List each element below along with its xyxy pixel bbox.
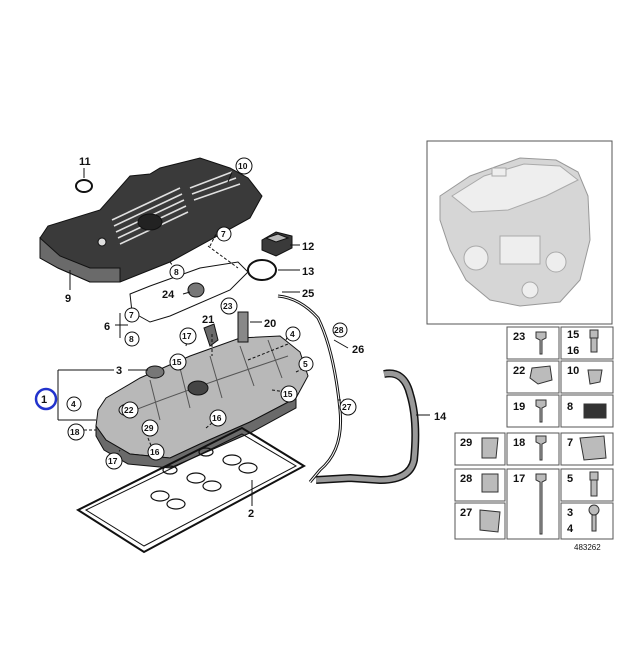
callout-9: 9 (65, 293, 71, 305)
table-label-16: 16 (567, 345, 579, 357)
vent-pipe (315, 369, 420, 485)
table-label-8: 8 (567, 401, 573, 413)
callout-circle-28 (332, 322, 348, 338)
callout-circle-7b (124, 307, 140, 323)
table-label-27: 27 (460, 507, 472, 519)
callout-21: 21 (202, 314, 214, 326)
callout-circle-16b (147, 443, 165, 461)
callout-16a: 16 (212, 413, 222, 423)
engine-overview-panel (426, 140, 613, 325)
callout-24: 24 (162, 289, 175, 301)
bracket-part-21 (203, 323, 219, 347)
table-label-28: 28 (460, 473, 472, 485)
callout-17b: 17 (108, 456, 118, 466)
callout-7a: 7 (221, 229, 226, 239)
callout-circle-22 (121, 401, 139, 419)
callout-17a: 17 (182, 331, 192, 341)
gasket (75, 426, 307, 554)
table-label-15: 15 (567, 329, 579, 341)
callout-circle-8a (169, 264, 185, 280)
callout-circle-15b (280, 385, 298, 403)
callout-28: 28 (334, 325, 344, 335)
seal-ring-part-13 (247, 259, 277, 281)
vent-hose (277, 294, 343, 483)
callout-8b: 8 (129, 334, 134, 344)
callout-5: 5 (303, 359, 308, 369)
callout-29a: 29 (144, 423, 154, 433)
callout-circle-5 (298, 356, 314, 372)
table-label-4: 4 (567, 523, 574, 535)
callout-8a: 8 (174, 267, 179, 277)
callout-15b: 15 (283, 389, 293, 399)
table-label-17: 17 (513, 473, 525, 485)
sleeve-part-20 (237, 311, 249, 343)
callout-labels: 11 9 10 7 12 13 25 8 24 7 6 8 17 23 21 2… (34, 156, 447, 520)
cap-part-11 (75, 179, 94, 193)
callout-18: 18 (70, 427, 80, 437)
table-label-5: 5 (567, 473, 573, 485)
callout-27: 27 (342, 402, 352, 412)
callout-circle-10 (235, 157, 253, 175)
callout-circle-23 (220, 297, 238, 315)
selected-callout-highlight[interactable] (34, 387, 58, 411)
callout-25: 25 (302, 288, 314, 300)
table-label-29: 29 (460, 437, 472, 449)
table-label-22: 22 (513, 365, 525, 377)
callout-3: 3 (116, 365, 122, 377)
callout-circle-7a (216, 226, 232, 242)
callout-22: 22 (124, 405, 134, 415)
diagram-number: 483262 (574, 543, 601, 552)
callout-26: 26 (352, 344, 364, 356)
callout-2: 2 (248, 508, 254, 520)
table-label-19: 19 (513, 401, 525, 413)
callout-circle-18 (67, 423, 85, 441)
table-label-18: 18 (513, 437, 525, 449)
callout-circle-4b (66, 396, 82, 412)
callout-4a: 4 (290, 329, 295, 339)
callout-7b: 7 (129, 310, 134, 320)
callout-23: 23 (223, 301, 233, 311)
callout-circle-15a (169, 353, 187, 371)
callout-circle-17b (105, 452, 123, 470)
callout-15a: 15 (172, 357, 182, 367)
callout-12: 12 (302, 241, 314, 253)
table-label-7: 7 (567, 437, 573, 449)
callout-6: 6 (104, 321, 110, 333)
callout-1[interactable]: 1 (41, 394, 47, 406)
connector-part-12 (261, 231, 293, 257)
callout-4b: 4 (71, 399, 76, 409)
callout-circle-17a (179, 327, 197, 345)
callout-14: 14 (434, 411, 447, 423)
table-label-23: 23 (513, 331, 525, 343)
cap-part-24 (187, 282, 205, 298)
callout-13: 13 (302, 266, 314, 278)
callout-circle-4a (285, 326, 301, 342)
table-label-10: 10 (567, 365, 579, 377)
callout-circle-27 (339, 398, 357, 416)
callout-16b: 16 (150, 447, 160, 457)
callout-20: 20 (264, 318, 276, 330)
callout-circle-8b (124, 331, 140, 347)
callout-11: 11 (79, 156, 91, 168)
callout-circle-16a (209, 409, 227, 427)
callout-10: 10 (238, 161, 248, 171)
table-label-3: 3 (567, 507, 573, 519)
parts-grid: 23 15 16 22 10 19 8 29 18 7 28 17 5 27 3… (454, 326, 614, 540)
callout-circle-29a (141, 419, 159, 437)
